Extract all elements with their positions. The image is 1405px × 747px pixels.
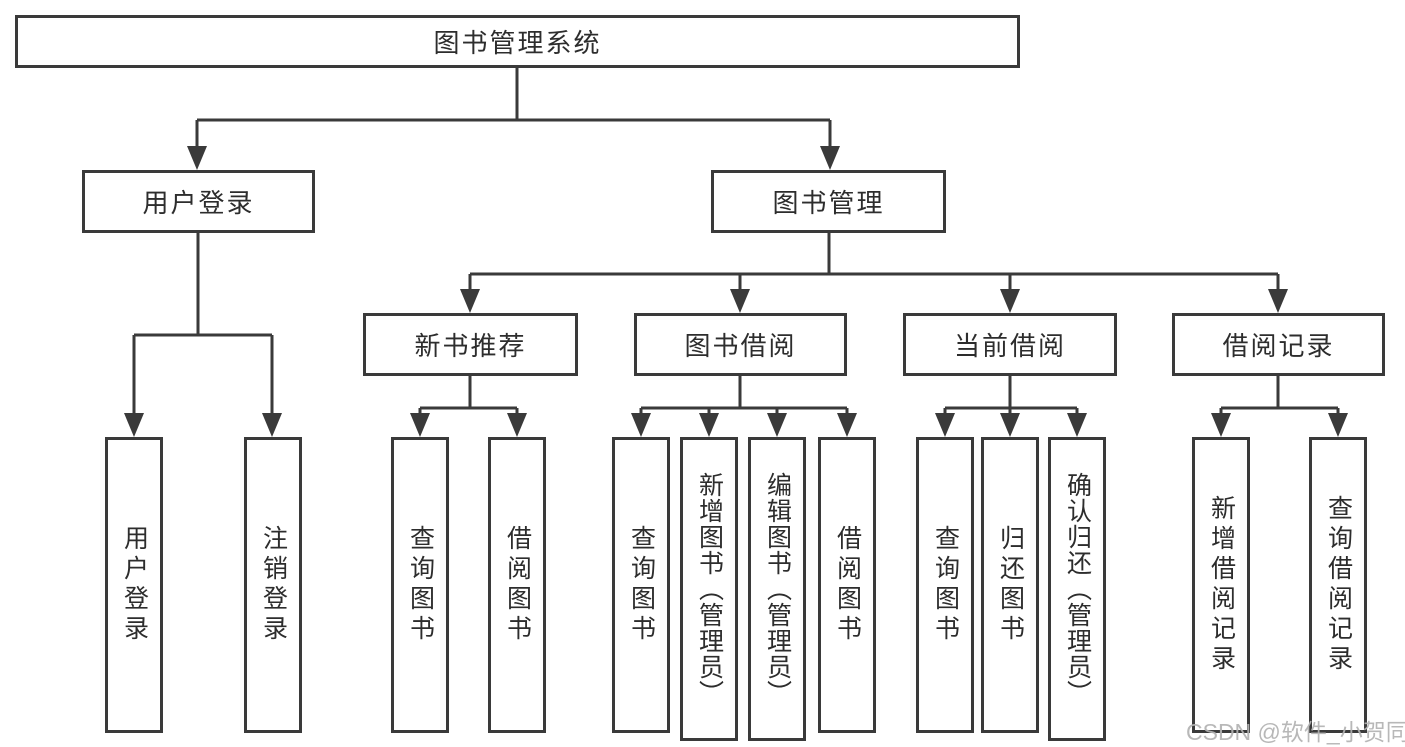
leaf-bb-edit-books-admin-label: 编辑图书（管理员） [763,472,792,706]
node-borrow-records: 借阅记录 [1172,313,1385,376]
leaf-br-add-record: 新增借阅记录 [1192,437,1250,733]
leaf-bb-query-books: 查询图书 [612,437,670,733]
leaf-cb-confirm-return-admin-label: 确认归还（管理员） [1063,472,1092,706]
leaf-br-add-record-label: 新增借阅记录 [1207,495,1236,675]
leaf-cb-query-books: 查询图书 [916,437,974,733]
leaf-bb-add-books-admin-label: 新增图书（管理员） [695,472,724,706]
leaf-user-login: 用户登录 [105,437,163,733]
leaf-bb-edit-books-admin: 编辑图书（管理员） [748,437,806,741]
node-book-borrow-label: 图书借阅 [684,331,797,361]
leaf-bb-borrow-books: 借阅图书 [818,437,876,733]
connector-user-login-to-leaves [124,233,282,437]
connector-book-borrow-to-leaves [631,376,857,437]
csdn-watermark: CSDN @软件_小贺同学 [1186,719,1405,745]
node-new-book-rec: 新书推荐 [363,313,578,376]
node-book-borrow: 图书借阅 [634,313,847,376]
connector-current-borrow-to-leaves [935,376,1087,437]
leaf-cb-return-books: 归还图书 [981,437,1039,733]
node-book-mgmt: 图书管理 [711,170,946,233]
node-user-login: 用户登录 [82,170,315,233]
connector-new-book-rec-to-leaves [410,376,527,437]
leaf-bb-query-books-label: 查询图书 [627,525,656,645]
leaf-bb-add-books-admin: 新增图书（管理员） [680,437,738,741]
node-user-login-label: 用户登录 [142,188,255,218]
node-new-book-rec-label: 新书推荐 [414,331,527,361]
connector-root-to-level2 [187,68,840,170]
leaf-nbr-query-books: 查询图书 [391,437,449,733]
node-current-borrow-label: 当前借阅 [953,331,1066,361]
connector-borrow-records-to-leaves [1211,376,1348,437]
node-borrow-records-label: 借阅记录 [1222,331,1335,361]
leaf-br-query-record: 查询借阅记录 [1309,437,1367,733]
leaf-user-login-label: 用户登录 [120,525,149,645]
leaf-br-query-record-label: 查询借阅记录 [1324,495,1353,675]
leaf-nbr-query-books-label: 查询图书 [406,525,435,645]
leaf-nbr-borrow-books: 借阅图书 [488,437,546,733]
leaf-cb-query-books-label: 查询图书 [931,525,960,645]
leaf-nbr-borrow-books-label: 借阅图书 [503,525,532,645]
leaf-logout: 注销登录 [244,437,302,733]
leaf-cb-confirm-return-admin: 确认归还（管理员） [1048,437,1106,741]
node-root-label: 图书管理系统 [433,28,602,58]
node-root: 图书管理系统 [15,15,1020,68]
node-current-borrow: 当前借阅 [903,313,1117,376]
leaf-logout-label: 注销登录 [259,525,288,645]
node-book-mgmt-label: 图书管理 [772,188,885,218]
leaf-bb-borrow-books-label: 借阅图书 [833,525,862,645]
leaf-cb-return-books-label: 归还图书 [996,525,1025,645]
connector-book-mgmt-to-level3 [460,232,1288,313]
